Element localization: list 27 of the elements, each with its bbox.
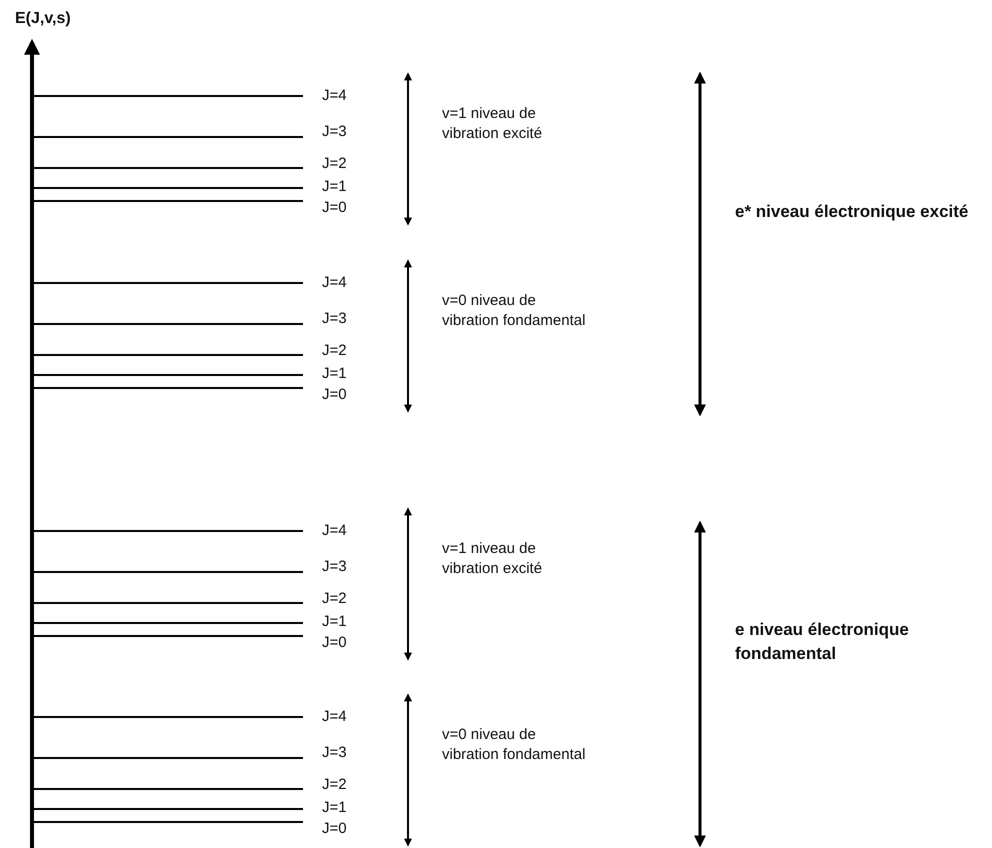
level-label: J=1 (322, 613, 347, 631)
level-label: J=0 (322, 199, 347, 217)
level-label: J=0 (322, 386, 347, 404)
level-label: J=4 (322, 708, 347, 726)
level-label: J=3 (322, 744, 347, 762)
level-label: J=3 (322, 123, 347, 141)
level-label: J=4 (322, 87, 347, 105)
level-label: J=2 (322, 776, 347, 794)
electronic-level-label: e niveau électronique fondamental (735, 619, 910, 665)
level-label: J=4 (322, 522, 347, 540)
level-label: J=3 (322, 310, 347, 328)
level-label: J=2 (322, 342, 347, 360)
vibration-level-label: v=1 niveau de vibration excité (442, 104, 544, 144)
vibration-level-label: v=0 niveau de vibration fondamental (442, 291, 586, 331)
level-label: J=3 (322, 558, 347, 576)
level-label: J=0 (322, 634, 347, 652)
level-label: J=1 (322, 365, 347, 383)
level-label: J=2 (322, 155, 347, 173)
vibration-level-label: v=0 niveau de vibration fondamental (442, 725, 586, 765)
level-label: J=4 (322, 274, 347, 292)
axis-label: E(J,v,s) (15, 10, 71, 28)
level-label: J=2 (322, 590, 347, 608)
vibration-level-label: v=1 niveau de vibration excité (442, 539, 544, 579)
level-label: J=0 (322, 820, 347, 838)
electronic-level-label: e* niveau électronique excité (735, 201, 970, 223)
level-label: J=1 (322, 799, 347, 817)
level-label: J=1 (322, 178, 347, 196)
